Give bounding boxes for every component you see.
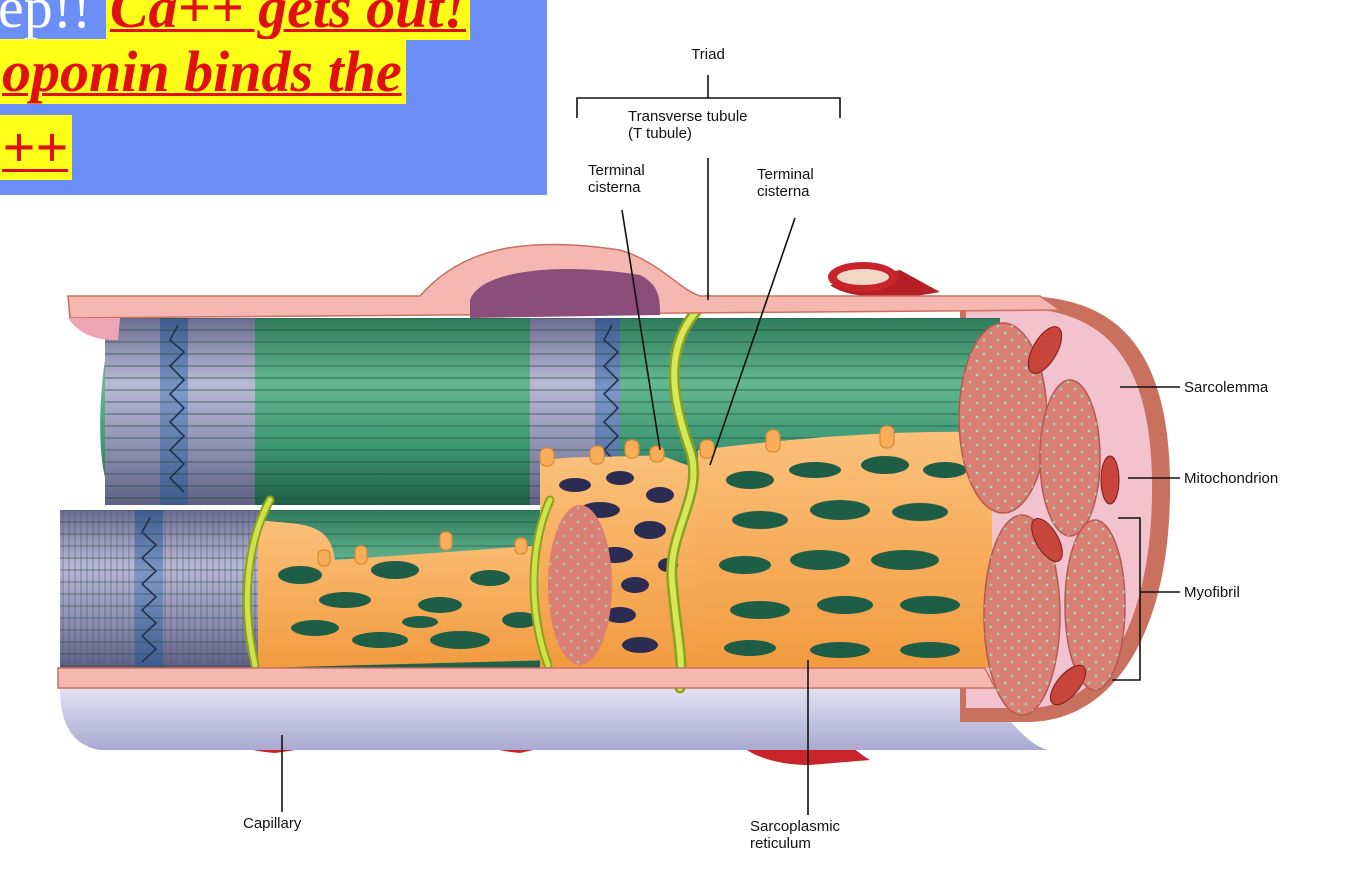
- mitochondria: [1027, 326, 1120, 706]
- t-tubules: [242, 294, 714, 694]
- leader-lines: [281, 75, 1180, 815]
- label-triad: Triad: [691, 46, 725, 63]
- slide-line-1-prefix: ep!!: [0, 0, 92, 40]
- lower-fiber-body: [60, 688, 1050, 750]
- slide-text-box: ep!! Ca++ gets out! oponin binds the ++: [0, 0, 547, 195]
- slide-line-3: ++: [0, 115, 73, 180]
- slide-line-2-highlight: oponin binds the: [0, 39, 406, 104]
- slide-line-1: ep!! Ca++ gets out!: [0, 0, 471, 40]
- label-transverse-tubule: Transverse tubule (T tubule): [628, 108, 748, 142]
- slide-line-2: oponin binds the: [0, 39, 406, 104]
- label-mitochondrion: Mitochondrion: [1184, 470, 1279, 487]
- label-terminal-cisterna-right: Terminal cisterna: [757, 166, 814, 200]
- label-terminal-cisterna-left: Terminal cisterna: [588, 162, 645, 196]
- sarcolemma-top: [67, 243, 1063, 340]
- sarcolemma-bottom: [57, 667, 997, 689]
- myofibril-cross-sections: [958, 322, 1126, 716]
- slide-line-1-highlight: Ca++ gets out!: [105, 0, 471, 40]
- label-capillary: Capillary: [243, 815, 302, 832]
- label-myofibril: Myofibril: [1184, 584, 1240, 601]
- label-sarcoplasmic-reticulum: Sarcoplasmic reticulum: [750, 818, 841, 852]
- slide-line-3-highlight: ++: [0, 115, 73, 180]
- label-sarcolemma: Sarcolemma: [1184, 379, 1269, 396]
